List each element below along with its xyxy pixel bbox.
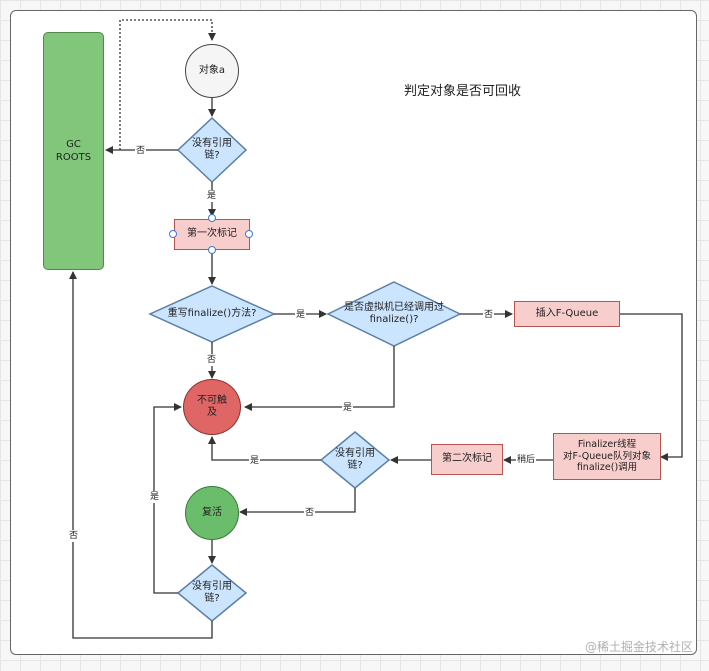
edge-label-vm-yes: 是	[342, 402, 354, 414]
edge-label-chain1-no: 否	[135, 145, 147, 157]
gc-roots-node[interactable]: GC ROOTS	[43, 32, 104, 270]
second-mark-node[interactable]: 第二次标记	[431, 444, 503, 475]
revive-node[interactable]: 复活	[185, 486, 239, 540]
edge-label-chain1-yes: 是	[206, 190, 218, 202]
override-finalize-label: 重写finalize()方法?	[167, 307, 257, 319]
diagram-title: 判定对象是否可回收	[404, 84, 522, 99]
edge-gcroots-dotted	[119, 19, 216, 150]
finalizer-thread-node[interactable]: Finalizer线程 对F-Queue队列对象 finalize()调用	[553, 433, 661, 480]
vm-called-finalize-label: 是否虚拟机已经调用过 finalize()?	[344, 301, 444, 326]
edge-label-chain2-yes: 是	[249, 455, 261, 467]
unreachable-node[interactable]: 不可触 及	[183, 379, 241, 435]
edge-label-chain3-no: 否	[68, 530, 80, 542]
object-a-node[interactable]: 对象a	[185, 44, 239, 98]
edge-label-chain2-no: 否	[304, 507, 316, 519]
edge-label-override-yes: 是	[295, 309, 307, 321]
has-ref-chain-2-label: 没有引用 链?	[335, 447, 375, 472]
canvas-frame	[10, 10, 697, 655]
insert-fqueue-node[interactable]: 插入F-Queue	[514, 301, 620, 327]
edge-chain3-no	[69, 271, 213, 639]
edge-vm-yes	[244, 346, 395, 411]
edge-label-later: 稍后	[516, 454, 537, 466]
has-ref-chain-1-label: 没有引用 链?	[192, 137, 232, 162]
edge-label-vm-no: 否	[483, 309, 495, 321]
edge-label-chain3-yes: 是	[149, 491, 161, 503]
connection-handle-right[interactable]	[245, 230, 253, 238]
has-ref-chain-3-label: 没有引用 链?	[192, 580, 232, 605]
connection-handle-bottom[interactable]	[208, 246, 216, 254]
edge-fqueue-to-finalizer	[620, 313, 683, 461]
connection-handle-top[interactable]	[208, 214, 216, 222]
edge-chain2-no	[239, 488, 356, 516]
edge-chain2-yes	[208, 436, 321, 461]
connection-handle-left[interactable]	[169, 230, 177, 238]
edge-label-override-no: 否	[206, 354, 218, 366]
watermark: @稀土掘金技术社区	[584, 640, 693, 654]
